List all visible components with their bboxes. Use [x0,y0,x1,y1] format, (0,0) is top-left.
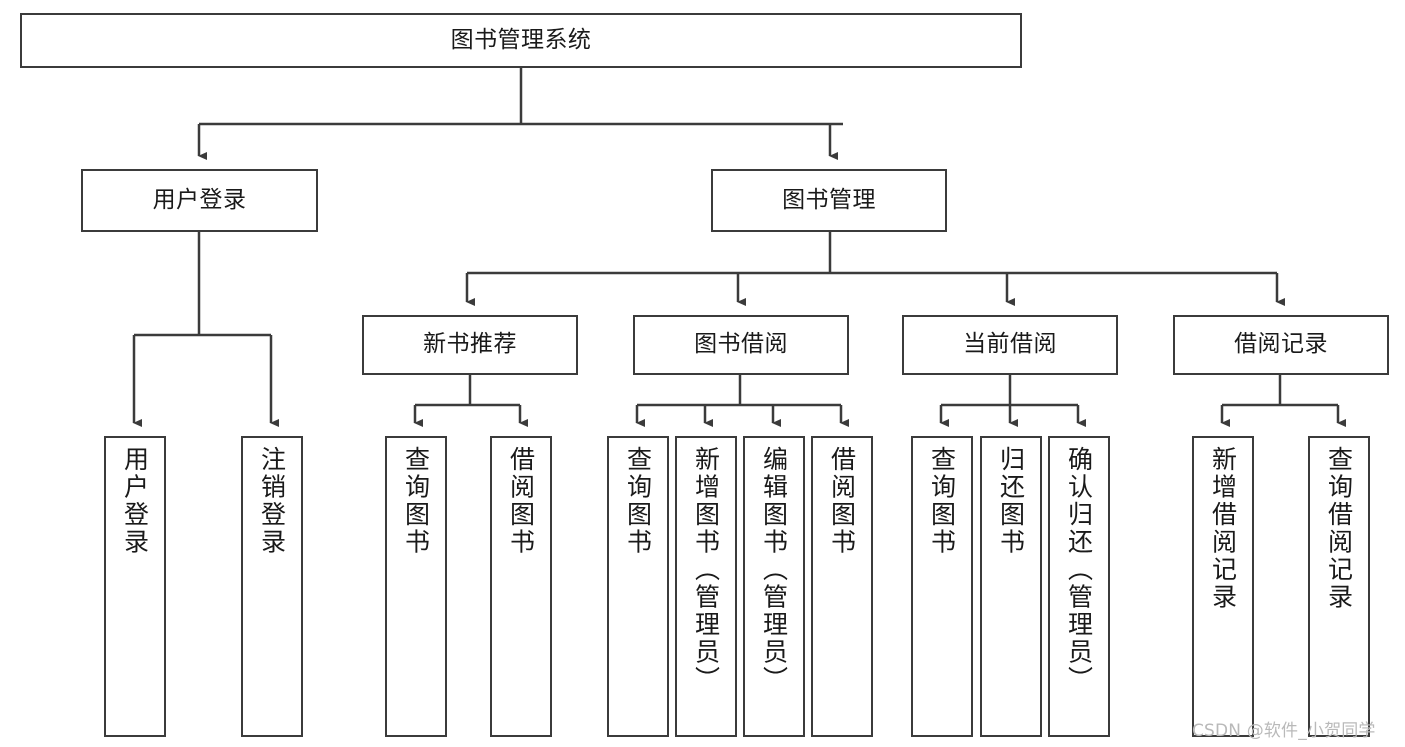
node-leaf-edit-book[interactable]: 编辑图书（管理员） [743,436,805,737]
node-borrow-record-label: 借阅记录 [1234,331,1328,358]
node-leaf-edit-book-label: 编辑图书（管理员） [759,446,789,694]
node-leaf-user-login-label: 用户登录 [120,446,150,556]
node-current-borrow-label: 当前借阅 [963,331,1057,358]
node-root[interactable]: 图书管理系统 [20,13,1022,68]
node-leaf-return-book[interactable]: 归还图书 [980,436,1042,737]
node-leaf-query-book-3[interactable]: 查询图书 [911,436,973,737]
node-leaf-query-book-1[interactable]: 查询图书 [385,436,447,737]
node-leaf-confirm-return-label: 确认归还（管理员） [1064,446,1094,694]
node-user-login[interactable]: 用户登录 [81,169,318,232]
node-leaf-borrow-book-2[interactable]: 借阅图书 [811,436,873,737]
node-new-book-recommend[interactable]: 新书推荐 [362,315,578,375]
node-leaf-logout-login[interactable]: 注销登录 [241,436,303,737]
node-book-manage[interactable]: 图书管理 [711,169,947,232]
node-leaf-add-book-label: 新增图书（管理员） [691,446,721,694]
node-root-label: 图书管理系统 [450,26,592,53]
node-book-manage-label: 图书管理 [782,186,876,213]
node-leaf-query-book-2-label: 查询图书 [623,446,653,556]
node-leaf-borrow-book-2-label: 借阅图书 [827,446,857,556]
node-leaf-query-book-1-label: 查询图书 [401,446,431,556]
node-book-borrow[interactable]: 图书借阅 [633,315,849,375]
node-book-borrow-label: 图书借阅 [694,331,788,358]
node-leaf-user-login[interactable]: 用户登录 [104,436,166,737]
node-borrow-record[interactable]: 借阅记录 [1173,315,1389,375]
node-leaf-confirm-return[interactable]: 确认归还（管理员） [1048,436,1110,737]
node-new-book-recommend-label: 新书推荐 [423,331,517,358]
node-leaf-add-book[interactable]: 新增图书（管理员） [675,436,737,737]
node-leaf-borrow-book-1-label: 借阅图书 [506,446,536,556]
node-leaf-return-book-label: 归还图书 [996,446,1026,556]
node-leaf-query-book-3-label: 查询图书 [927,446,957,556]
node-leaf-query-book-2[interactable]: 查询图书 [607,436,669,737]
node-current-borrow[interactable]: 当前借阅 [902,315,1118,375]
node-leaf-add-borrow-record-label: 新增借阅记录 [1208,446,1238,611]
node-leaf-query-borrow-record-label: 查询借阅记录 [1324,446,1354,611]
node-leaf-query-borrow-record[interactable]: 查询借阅记录 [1308,436,1370,737]
node-leaf-borrow-book-1[interactable]: 借阅图书 [490,436,552,737]
node-leaf-add-borrow-record[interactable]: 新增借阅记录 [1192,436,1254,737]
node-user-login-label: 用户登录 [152,186,247,213]
node-leaf-logout-login-label: 注销登录 [257,446,287,556]
